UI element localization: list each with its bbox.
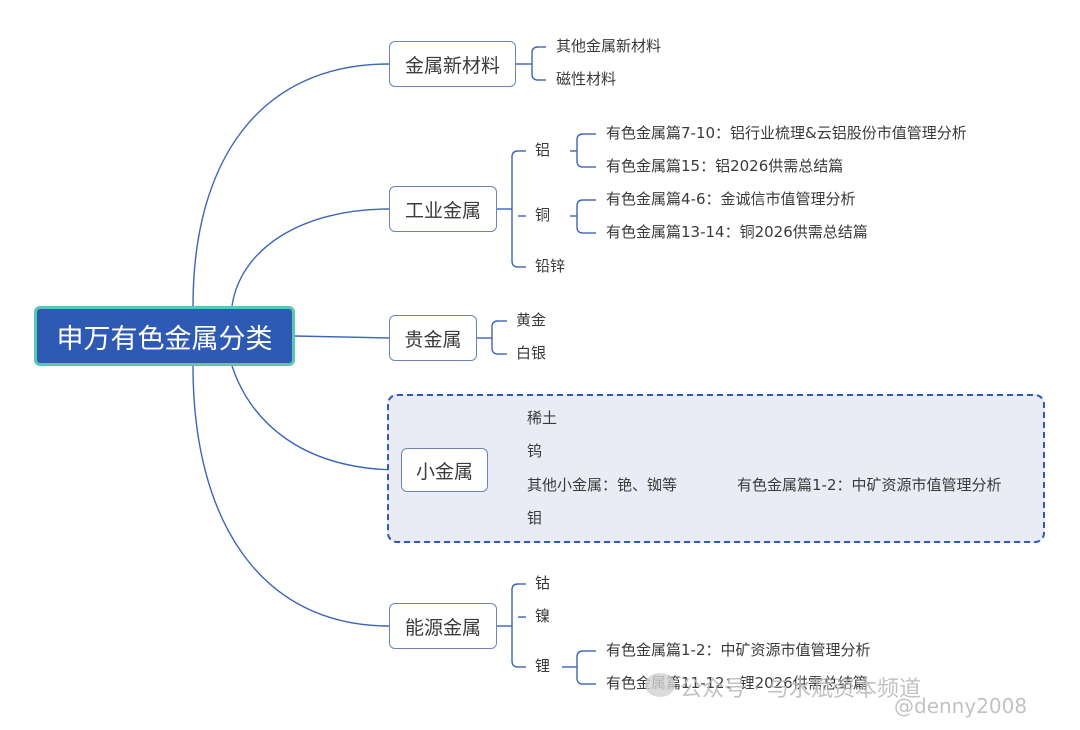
leaf-nickel[interactable]: 镍 [535,607,551,625]
leaf-copper-article-1[interactable]: 有色金属篇4-6：金诚信市值管理分析 [606,190,856,208]
bracket-copper-bracket [576,199,584,234]
branch-minor-metals[interactable]: 小金属 [401,448,488,492]
leaf-copper-article-2[interactable]: 有色金属篇13-14：铜2026供需总结篇 [606,223,868,241]
small-metals-highlight-box [387,394,1045,543]
leaf-aluminum[interactable]: 铝 [535,141,551,159]
connector-root-minor [231,365,402,471]
leaf-aluminum-article-1[interactable]: 有色金属篇7-10：铝行业梳理&云铝股份市值管理分析 [606,124,967,142]
branch-precious-metals[interactable]: 贵金属 [389,315,477,361]
leaf-rare-earth[interactable]: 稀土 [527,409,558,427]
leaf-tungsten[interactable]: 钨 [527,442,543,460]
leaf-cobalt[interactable]: 钴 [535,574,551,592]
watermark-handle: @denny2008 [894,694,1028,718]
bracket-aluminum-bracket [576,133,584,168]
leaf-minor-metals-article[interactable]: 有色金属篇1-2：中矿资源市值管理分析 [737,476,1002,494]
wechat-logo-icon [645,673,675,697]
branch-new-materials[interactable]: 金属新材料 [389,41,516,87]
root-node[interactable]: 申万有色金属分类 [34,306,295,366]
leaf-gold[interactable]: 黄金 [516,311,547,329]
leaf-magnetic-materials[interactable]: 磁性材料 [556,70,617,88]
connector-root-new-materials [192,63,390,307]
bracket-precious-bracket [491,320,499,355]
connector-root-precious [294,335,390,339]
branch-energy-metals[interactable]: 能源金属 [389,603,497,649]
watermark-channel: 公众号 · 与水斌资本频道 [680,677,921,702]
leaf-lithium[interactable]: 锂 [535,657,551,675]
leaf-silver[interactable]: 白银 [516,344,547,362]
bracket-new-materials-bracket [531,46,539,81]
branch-industrial-metals[interactable]: 工业金属 [389,186,497,232]
bracket-industrial-bracket [511,150,519,268]
leaf-lead-zinc[interactable]: 铅锌 [535,257,566,275]
leaf-copper[interactable]: 铜 [535,206,551,224]
connector-root-energy [192,365,390,627]
leaf-lithium-article-1[interactable]: 有色金属篇1-2：中矿资源市值管理分析 [606,641,871,659]
connector-root-industrial [231,208,390,307]
leaf-other-new-materials[interactable]: 其他金属新材料 [556,37,662,55]
leaf-other-minor-metals[interactable]: 其他小金属：铯、铷等 [527,476,678,494]
bracket-lithium-bracket [576,650,584,685]
bracket-energy-bracket [511,583,519,668]
leaf-aluminum-article-2[interactable]: 有色金属篇15：铝2026供需总结篇 [606,157,844,175]
leaf-molybdenum[interactable]: 钼 [527,509,543,527]
